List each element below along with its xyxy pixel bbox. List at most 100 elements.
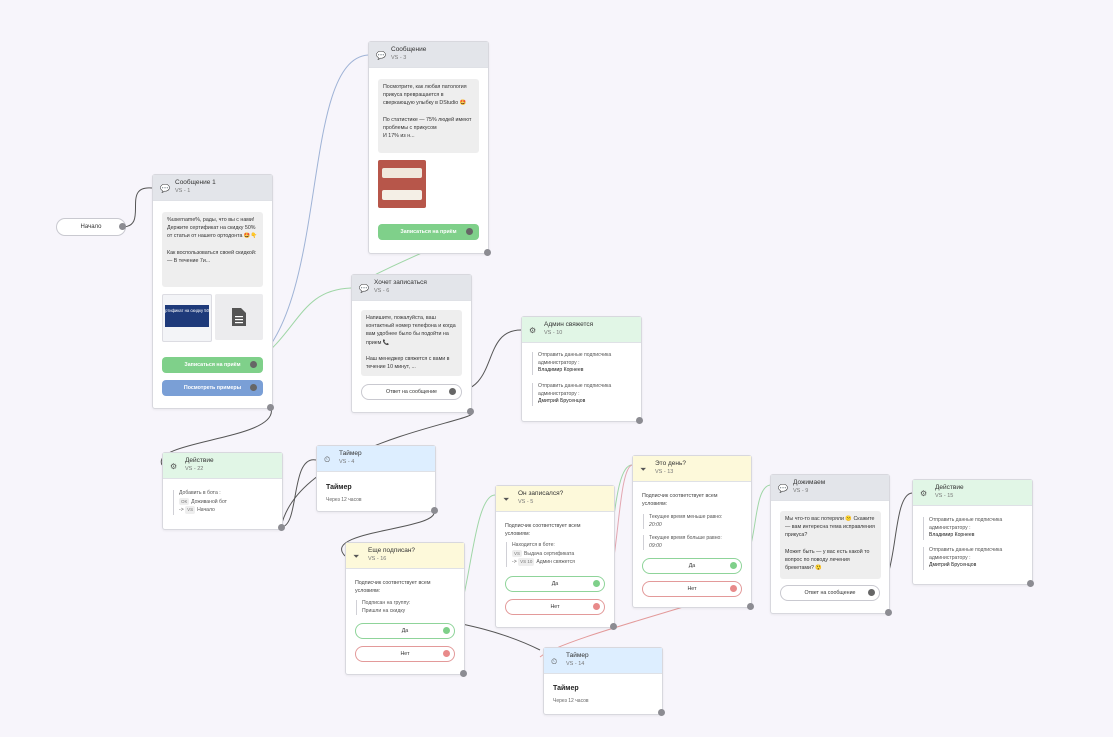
yes-branch[interactable]: Да: [505, 576, 605, 592]
condition-description: Подписчик соответствует всем условиям:: [355, 580, 431, 594]
message-text: Напишите, пожалуйста, ваш контактный ном…: [361, 310, 462, 376]
node-title: Это день?: [655, 460, 686, 467]
node-output-port[interactable]: [747, 603, 754, 610]
node-output-port[interactable]: [278, 524, 285, 531]
condition-value: Админ свяжется: [536, 559, 575, 566]
condition-description: Подписчик соответствует всем условиям:: [642, 493, 718, 507]
node-still-subscribed[interactable]: ⏷ Еще подписан? VS - 16 Подписчик соотве…: [345, 542, 465, 675]
node-title: Он записался?: [518, 490, 564, 497]
start-node[interactable]: Начало: [56, 218, 126, 236]
no-branch[interactable]: Нет: [642, 581, 742, 597]
node-output-port[interactable]: [658, 709, 665, 716]
node-output-port[interactable]: [267, 404, 274, 411]
condition-label: Текущее время больше равно:: [649, 535, 722, 541]
no-branch[interactable]: Нет: [355, 646, 455, 662]
node-output-port[interactable]: [885, 609, 892, 616]
node-id: VS - 9: [793, 488, 809, 494]
node-booked-check[interactable]: ⏷ Он записался? VS - 5 Подписчик соответ…: [495, 485, 615, 628]
node-admin-contacts[interactable]: ⚙ Админ свяжется VS - 10 Отправить данны…: [521, 316, 642, 422]
node-title: Сообщение 1: [175, 179, 216, 186]
clock-icon: ⏲: [551, 657, 558, 666]
speech-bubble-icon: 💬: [359, 284, 369, 293]
node-title: Еще подписан?: [368, 547, 416, 554]
node-id: VS - 1: [175, 188, 191, 194]
node-title: Дожимаем: [793, 479, 826, 486]
node-id: VS - 14: [566, 661, 585, 667]
condition-list: Подписан на группу: Пришли на скидку: [356, 600, 460, 616]
speech-bubble-icon: 💬: [778, 484, 788, 493]
node-is-daytime[interactable]: ⏷ Это день? VS - 13 Подписчик соответств…: [632, 455, 752, 608]
node-id: VS - 3: [391, 55, 407, 61]
node-id: VS - 5: [518, 499, 534, 505]
node-id: VS - 16: [368, 556, 387, 562]
action-value: Доживаной бот: [191, 498, 228, 505]
node-wants-to-book[interactable]: 💬 Хочет записаться VS - 6 Напишите, пожа…: [351, 274, 472, 413]
action-label: Добавить в бота :: [179, 490, 221, 496]
node-id: VS - 10: [544, 330, 563, 336]
condition-label: Текущее время меньше равно:: [649, 514, 723, 520]
node-follow-up[interactable]: 💬 Дожимаем VS - 9 Мы что-то вас потеряли…: [770, 474, 890, 614]
message-text: Мы что-то вас потеряли 😕 Скажите — вам и…: [780, 511, 881, 579]
action-value: Начало: [197, 507, 215, 514]
node-title: Таймер: [566, 652, 589, 659]
node-title: Таймер: [339, 450, 362, 457]
action-value: Дмитрий Брусенцов: [538, 398, 586, 405]
gears-icon: ⚙: [920, 489, 928, 498]
timer-heading: Таймер: [553, 685, 579, 692]
reply-button[interactable]: Ответ на сообщение: [780, 585, 880, 601]
node-output-port[interactable]: [460, 670, 467, 677]
action-label: Отправить данные подписчика администрато…: [929, 547, 1003, 561]
view-examples-button[interactable]: Посмотреть примеры: [162, 380, 263, 396]
book-appointment-button[interactable]: Записаться на приём: [162, 357, 263, 373]
start-port[interactable]: [119, 223, 126, 230]
node-timer-4[interactable]: ⏲ Таймер VS - 4 Таймер Через 12 часов: [316, 445, 436, 512]
node-id: VS - 15: [935, 493, 954, 499]
action-value: Дмитрий Брусенцов: [929, 562, 977, 569]
message-text: Посмотрите, как любая патология прикуса …: [378, 79, 479, 153]
timer-heading: Таймер: [326, 484, 352, 491]
node-title: Хочет записаться: [374, 279, 427, 286]
action-label: Отправить данные подписчика администрато…: [929, 517, 1003, 531]
condition-description: Подписчик соответствует всем условиям:: [505, 523, 581, 537]
node-output-port[interactable]: [636, 417, 643, 424]
condition-value: Выдача сертификата: [524, 550, 575, 557]
action-label: Отправить данные подписчика администрато…: [538, 383, 612, 397]
node-output-port[interactable]: [484, 249, 491, 256]
node-id: VS - 6: [374, 288, 390, 294]
node-message-3[interactable]: 💬 Сообщение VS - 3 Посмотрите, как любая…: [368, 41, 489, 254]
yes-branch[interactable]: Да: [355, 623, 455, 639]
yes-branch[interactable]: Да: [642, 558, 742, 574]
no-branch[interactable]: Нет: [505, 599, 605, 615]
node-message-1[interactable]: 💬 Сообщение 1 VS - 1 %username%, рады, ч…: [152, 174, 273, 409]
condition-label: Находится в боте:: [512, 542, 555, 548]
speech-bubble-icon: 💬: [160, 184, 170, 193]
condition-value: 09:00: [649, 542, 662, 549]
node-title: Действие: [185, 457, 214, 464]
node-output-port[interactable]: [610, 623, 617, 630]
funnel-icon: ⏷: [503, 495, 510, 504]
teeth-photo[interactable]: [378, 160, 426, 208]
node-title: Действие: [935, 484, 964, 491]
document-icon: [232, 308, 246, 326]
gears-icon: ⚙: [170, 462, 178, 471]
node-title: Админ свяжется: [544, 321, 594, 328]
message-text: %username%, рады, что вы с нами! Держите…: [162, 212, 263, 287]
node-output-port[interactable]: [467, 408, 474, 415]
timer-delay: Через 12 часов: [553, 698, 589, 704]
node-timer-14[interactable]: ⏲ Таймер VS - 14 Таймер Через 12 часов: [543, 647, 663, 715]
node-output-port[interactable]: [431, 507, 438, 514]
funnel-icon: ⏷: [353, 552, 360, 561]
action-label: Отправить данные подписчика администрато…: [538, 352, 612, 366]
action-value: Владимир Корнеев: [929, 532, 975, 539]
node-action-15[interactable]: ⚙ Действие VS - 15 Отправить данные подп…: [912, 479, 1033, 585]
timer-delay: Через 12 часов: [326, 497, 362, 503]
clock-icon: ⏲: [324, 455, 331, 464]
book-appointment-button[interactable]: Записаться на приём: [378, 224, 479, 240]
certificate-image[interactable]: ртификат на скидку 50: [162, 294, 212, 342]
action-value: Владимир Корнеев: [538, 367, 584, 374]
node-output-port[interactable]: [1027, 580, 1034, 587]
funnel-icon: ⏷: [640, 465, 647, 474]
reply-button[interactable]: Ответ на сообщение: [361, 384, 462, 400]
file-attachment[interactable]: [215, 294, 263, 340]
